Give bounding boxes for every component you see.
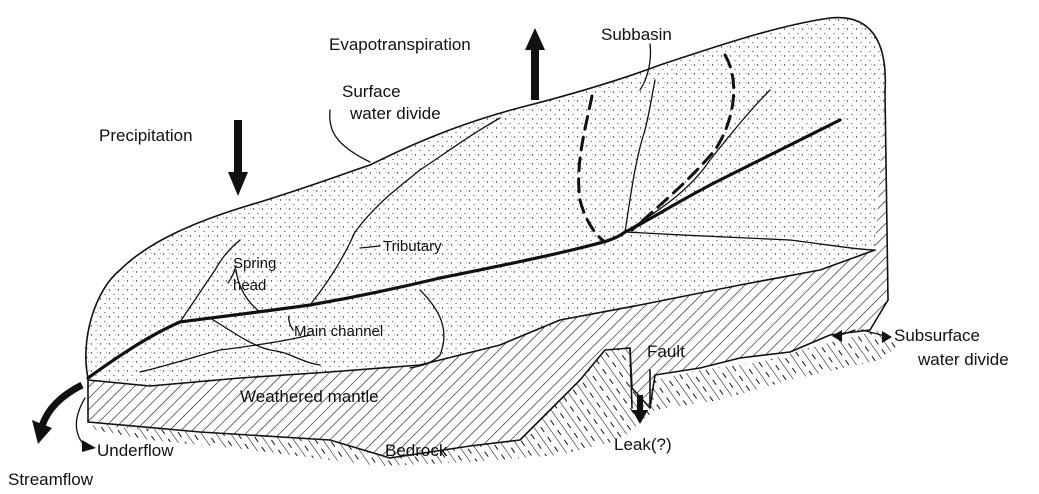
streamflow-arrow — [32, 385, 82, 444]
spring-head-label-line1: Spring — [233, 255, 276, 272]
evapotranspiration-label: Evapotranspiration — [329, 35, 471, 54]
surface-water-divide-label-line2: water divide — [349, 104, 441, 123]
weathered-mantle-label: Weathered mantle — [240, 387, 379, 406]
underflow-label: Underflow — [97, 441, 174, 460]
main-channel-label: Main channel — [294, 323, 383, 340]
tributary-label: Tributary — [383, 238, 442, 255]
fault-label: Fault — [647, 342, 685, 361]
leak-label: Leak(?) — [614, 435, 672, 454]
subsurface-water-divide-label-line1: Subsurface — [894, 326, 980, 345]
evapotranspiration-arrow — [525, 28, 545, 100]
streamflow-label: Streamflow — [8, 470, 94, 489]
precipitation-arrow — [228, 120, 248, 196]
surface-water-divide-label-line1: Surface — [342, 82, 401, 101]
subbasin-label: Subbasin — [601, 25, 672, 44]
bedrock-label: Bedrock — [385, 441, 448, 460]
spring-head-label-line2: head — [233, 277, 266, 294]
precipitation-label: Precipitation — [99, 126, 193, 145]
subsurface-water-divide-label-line2: water divide — [917, 350, 1009, 369]
